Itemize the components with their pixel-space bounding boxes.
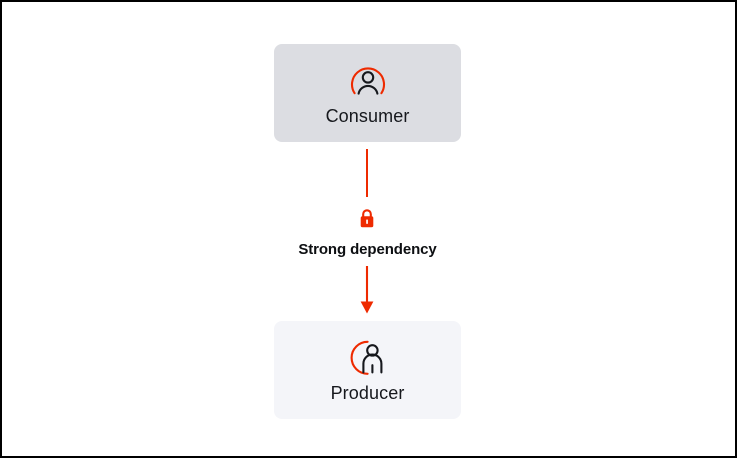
- lock-icon: [357, 207, 377, 236]
- node-consumer[interactable]: Consumer: [274, 44, 461, 142]
- edge-line-upper: [366, 149, 369, 197]
- node-producer[interactable]: Producer: [274, 321, 461, 419]
- dependency-diagram: Consumer Strong dependency: [274, 44, 461, 419]
- node-producer-label: Producer: [330, 383, 405, 403]
- dependency-edge: Strong dependency: [298, 142, 437, 321]
- producer-person-arc-icon: [345, 336, 391, 380]
- consumer-person-arc-icon: [345, 59, 391, 103]
- edge-arrow-down-icon: [356, 266, 378, 321]
- node-consumer-label: Consumer: [325, 106, 410, 126]
- edge-label: Strong dependency: [298, 241, 437, 258]
